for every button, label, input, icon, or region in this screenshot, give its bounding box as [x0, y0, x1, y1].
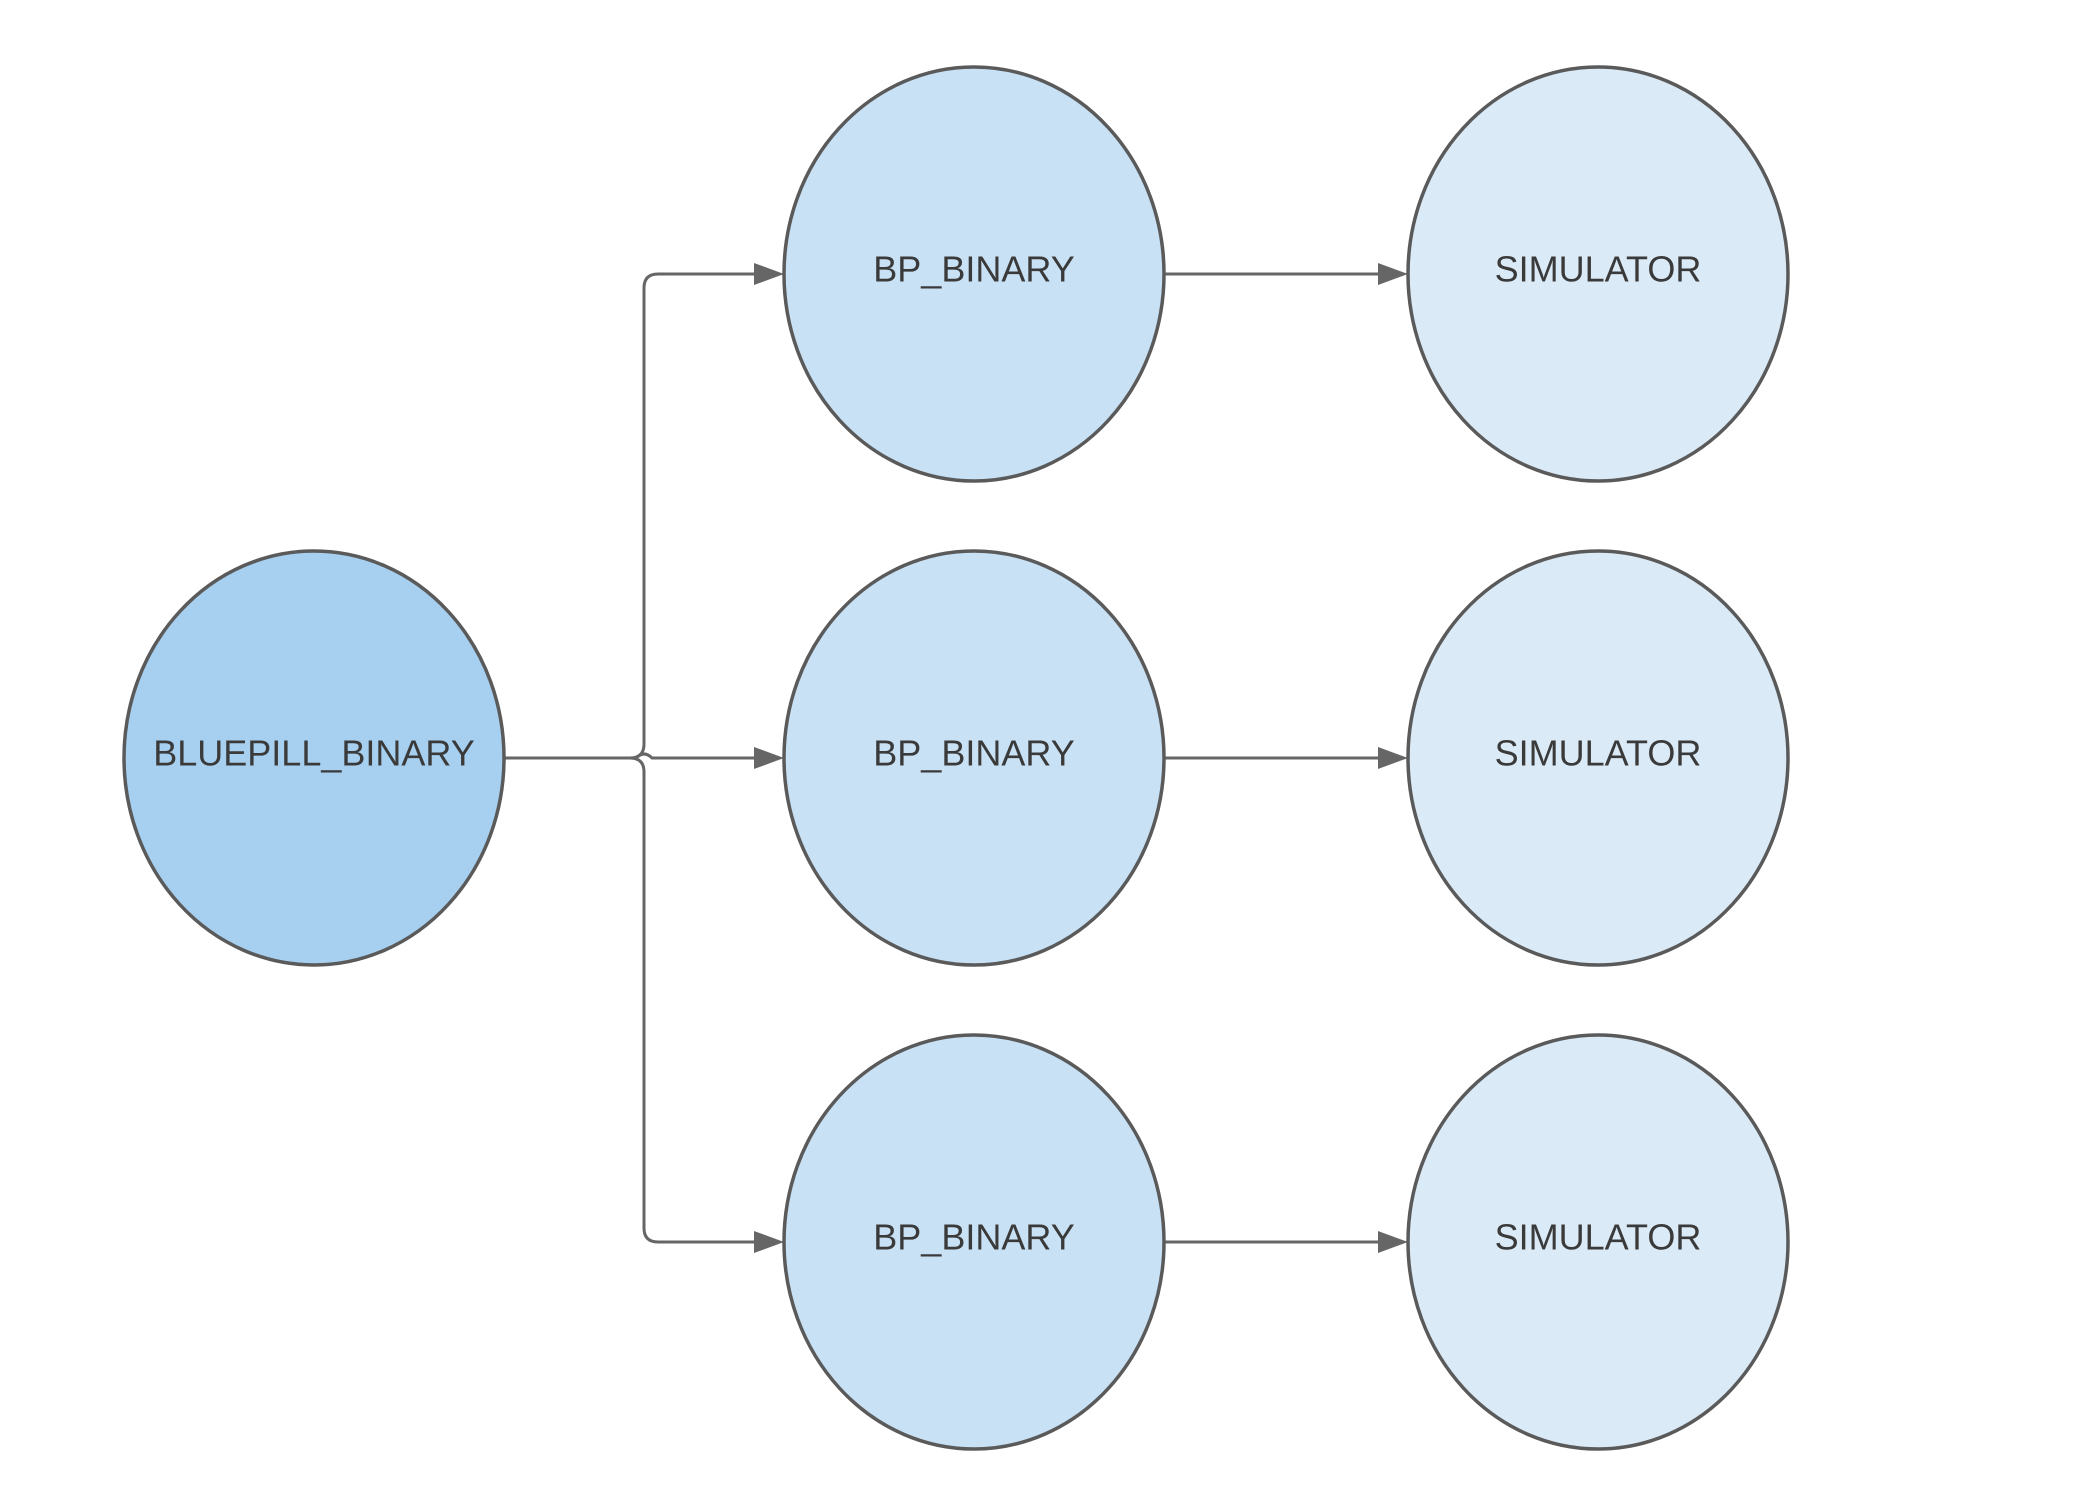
node-bluepill-shape: [122, 549, 506, 967]
arrowhead-bp2: [754, 747, 784, 769]
node-sim3: SIMULATOR: [1406, 1033, 1790, 1451]
node-bp3: BP_BINARY: [782, 1033, 1166, 1451]
arrowhead-bp1: [754, 263, 784, 285]
node-bluepill-label: BLUEPILL_BINARY: [153, 733, 475, 774]
node-bp1-label: BP_BINARY: [873, 249, 1074, 290]
node-bluepill: BLUEPILL_BINARY: [122, 549, 506, 967]
node-sim1-label: SIMULATOR: [1495, 249, 1702, 290]
node-sim1: SIMULATOR: [1406, 65, 1790, 483]
node-bp2: BP_BINARY: [782, 549, 1166, 967]
edges-layer: [504, 263, 1408, 1253]
node-sim3-label: SIMULATOR: [1495, 1217, 1702, 1258]
nodes-layer: BLUEPILL_BINARY BP_BINARY BP_BINARY BP_BINA…: [122, 65, 1790, 1451]
arrowhead-sim3: [1378, 1231, 1408, 1253]
node-bp2-shape: [782, 549, 1166, 967]
arrowhead-bp3: [754, 1231, 784, 1253]
arrowhead-sim2: [1378, 747, 1408, 769]
node-bp2-label: BP_BINARY: [873, 733, 1074, 774]
node-bp1: BP_BINARY: [782, 65, 1166, 483]
node-sim2-label: SIMULATOR: [1495, 733, 1702, 774]
node-bp3-label: BP_BINARY: [873, 1217, 1074, 1258]
node-bp3-shape: [782, 1033, 1166, 1451]
edge-bluepill-to-bp3: [504, 756, 756, 1244]
node-sim2-shape: [1406, 549, 1790, 967]
edge-bluepill-to-bp1: [504, 272, 756, 760]
arrowhead-sim1: [1378, 263, 1408, 285]
node-sim2: SIMULATOR: [1406, 549, 1790, 967]
node-bp1-shape: [782, 65, 1166, 483]
node-sim3-shape: [1406, 1033, 1790, 1451]
node-sim1-shape: [1406, 65, 1790, 483]
